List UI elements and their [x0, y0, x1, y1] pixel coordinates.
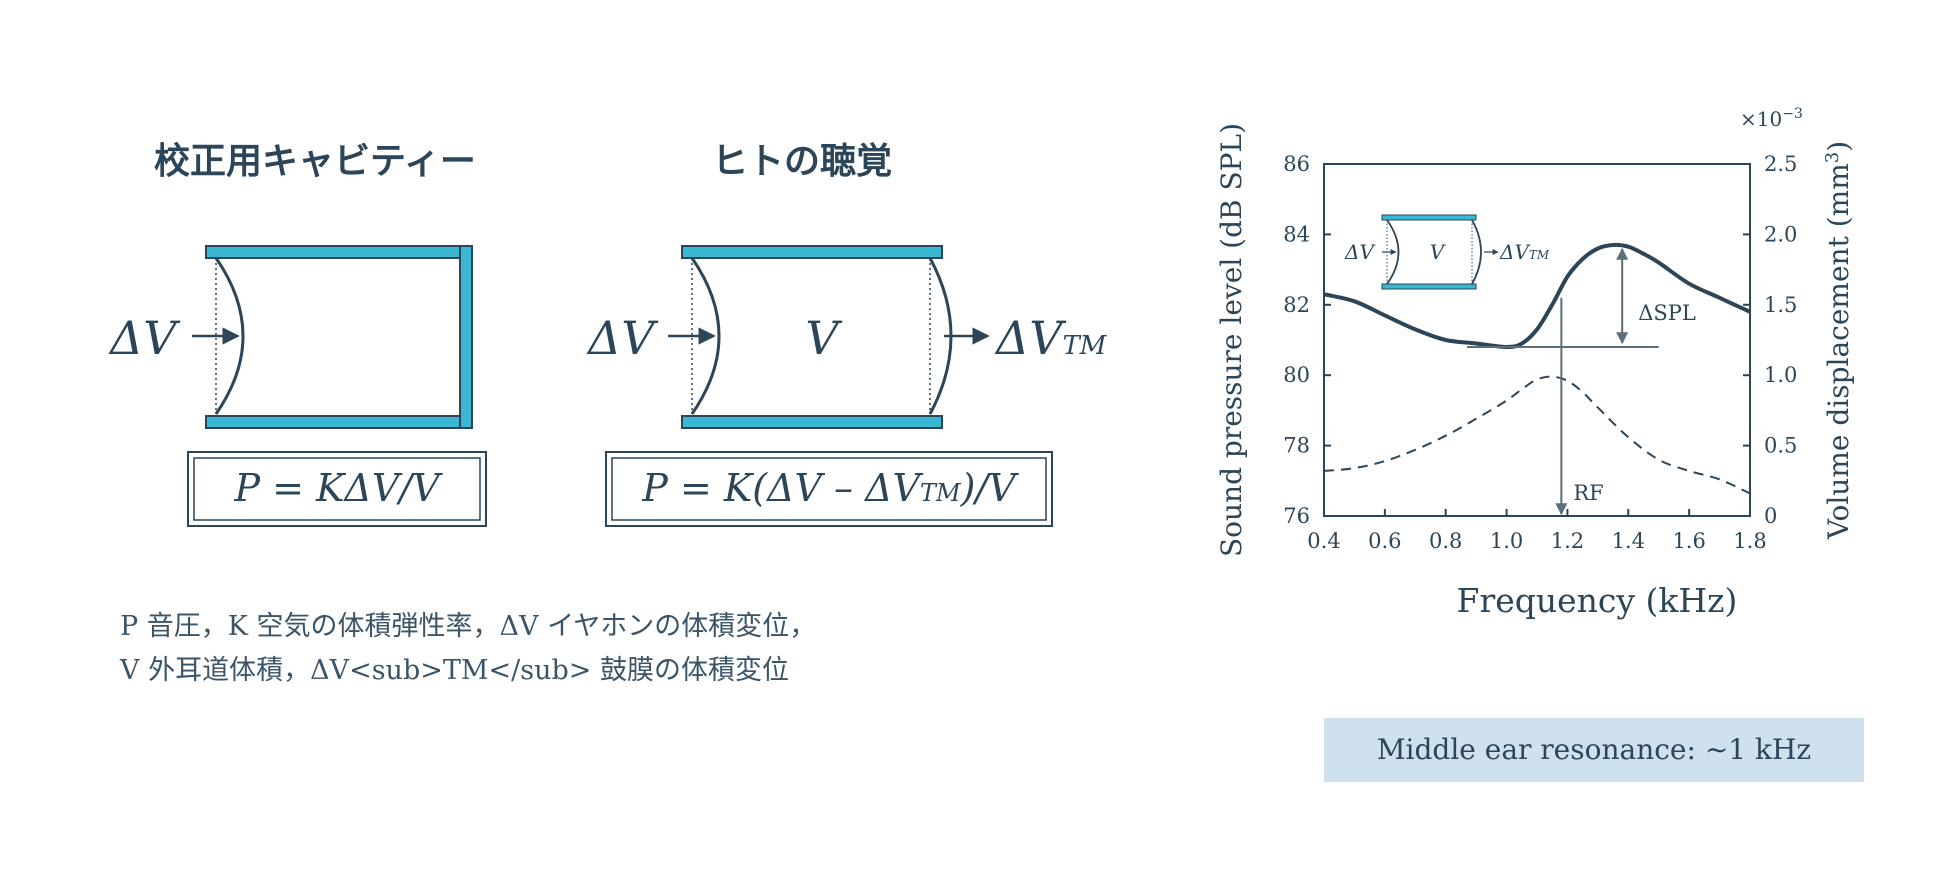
x-axis-label: Frequency (kHz) — [1457, 581, 1738, 620]
cavity-top-wall — [205, 245, 473, 259]
inset-diagram: ΔV V ΔVTM — [1344, 214, 1550, 290]
cavity-formula: P = KΔV/V — [233, 466, 443, 510]
resonance-note: Middle ear resonance: ~1 kHz — [1324, 718, 1864, 782]
y2-axis-ticks: 0 0.5 1.0 1.5 2.0 2.5 — [1743, 152, 1797, 528]
ear-title: ヒトの聴覚 — [712, 141, 893, 182]
inset-volume: V — [1430, 240, 1447, 264]
y2-tick-label: 1.0 — [1764, 363, 1797, 387]
x-tick-label: 1.4 — [1612, 529, 1645, 553]
delta-spl-label: ΔSPL — [1638, 301, 1696, 325]
y-tick-label: 82 — [1283, 293, 1310, 317]
y-tick-label: 84 — [1283, 222, 1310, 246]
y-tick-label: 86 — [1283, 152, 1310, 176]
inset-delta-v: ΔV — [1344, 240, 1376, 264]
legend-line-2: V 外耳道体積，ΔV<sub>TM</sub> 鼓膜の体積変位 — [120, 655, 789, 686]
plot-frame — [1323, 163, 1751, 517]
x-tick-label: 1.8 — [1733, 529, 1766, 553]
cavity-end-wall — [459, 245, 473, 429]
ear-delta-v: ΔV — [586, 311, 659, 365]
y-tick-label: 76 — [1283, 504, 1310, 528]
ear-diaphragm — [690, 257, 721, 415]
y2-tick-label: 1.5 — [1764, 293, 1797, 317]
ear-formula: P = K(ΔV – ΔVTM)/V — [641, 466, 1019, 510]
rf-label: RF — [1573, 481, 1603, 505]
y-tick-label: 80 — [1283, 363, 1310, 387]
calibration-cavity-diagram: ΔV — [108, 245, 473, 429]
ear-top-wall — [681, 245, 943, 259]
spl-series-line — [1323, 242, 1751, 350]
y-axis-label: Sound pressure level (dB SPL) — [1215, 123, 1248, 557]
x-tick-label: 1.2 — [1551, 529, 1584, 553]
cavity-formula-box: P = KΔV/V — [187, 451, 487, 527]
y2-multiplier: ×10−3 — [1740, 106, 1803, 131]
volume-displacement-series-line — [1323, 375, 1751, 495]
ear-diagram: ΔV V ΔVTM — [586, 245, 1108, 429]
ear-volume: V — [805, 311, 843, 365]
y2-tick-label: 2.0 — [1764, 222, 1797, 246]
x-tick-label: 0.6 — [1368, 529, 1401, 553]
ear-formula-box: P = K(ΔV – ΔVTM)/V — [605, 451, 1053, 527]
ear-delta-v-tm: ΔVTM — [994, 311, 1108, 365]
legend-line-1: P 音圧，K 空気の体積弾性率，ΔV イヤホンの体積変位， — [120, 611, 817, 642]
y2-tick-label: 0 — [1764, 504, 1777, 528]
y-axis-ticks: 76 78 80 82 84 86 — [1283, 152, 1331, 528]
y-tick-label: 78 — [1283, 434, 1310, 458]
ear-bottom-wall — [681, 415, 943, 429]
x-tick-label: 0.8 — [1429, 529, 1462, 553]
y2-tick-label: 0.5 — [1764, 434, 1797, 458]
y2-axis-label: Volume displacement (mm3) — [1822, 141, 1855, 540]
x-tick-label: 1.6 — [1672, 529, 1705, 553]
cavity-title: 校正用キャビティー — [154, 141, 476, 182]
x-tick-label: 0.4 — [1307, 529, 1340, 553]
cavity-delta-v: ΔV — [108, 311, 181, 365]
y2-tick-label: 2.5 — [1764, 152, 1797, 176]
inset-delta-v-tm: ΔVTM — [1499, 240, 1550, 264]
cavity-bottom-wall — [205, 415, 473, 429]
x-axis-ticks: 0.4 0.6 0.8 1.0 1.2 1.4 1.6 1.8 — [1307, 509, 1767, 553]
x-tick-label: 1.0 — [1490, 529, 1523, 553]
cavity-diaphragm — [214, 257, 245, 415]
